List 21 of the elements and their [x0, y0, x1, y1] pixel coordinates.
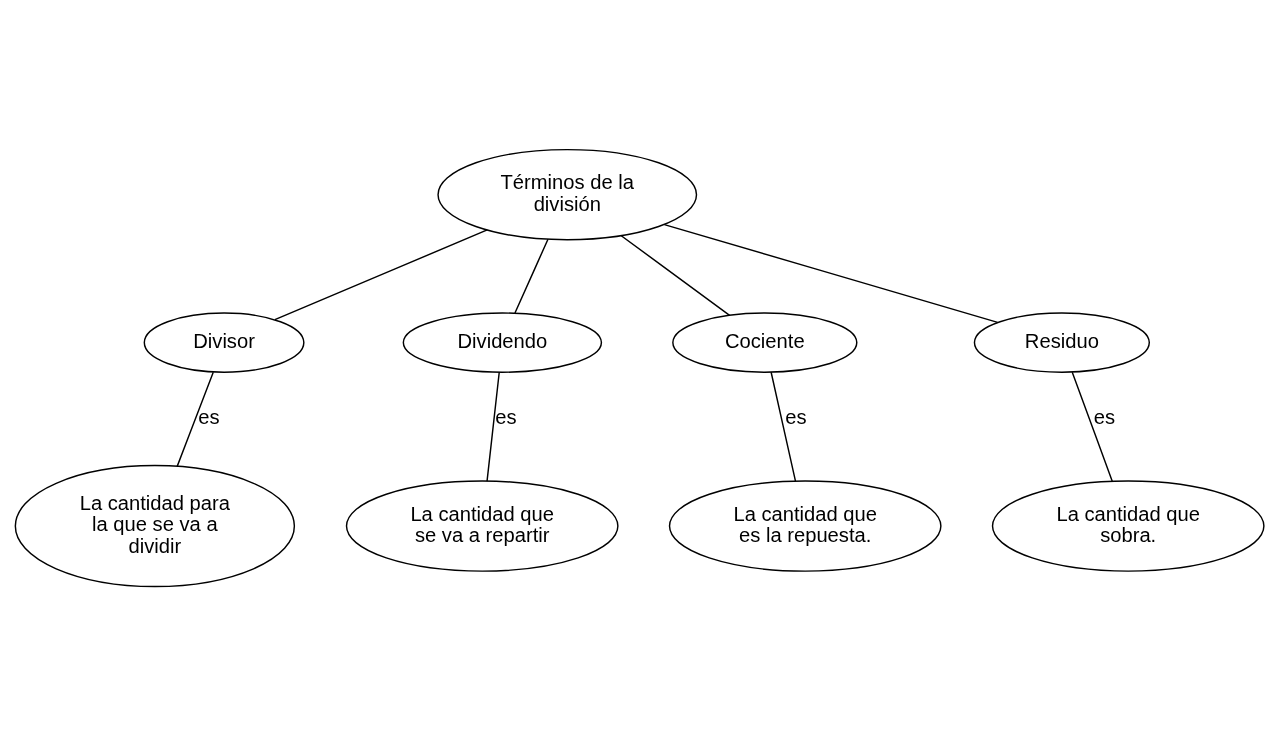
node-ellipse: La cantidad para la que se va a dividir [14, 464, 296, 588]
edge-label: es [495, 406, 517, 429]
node-ellipse: La cantidad que se va a repartir [345, 480, 619, 572]
edge-label: es [1093, 406, 1116, 429]
edge-label: es [785, 406, 807, 429]
node-ellipse: La cantidad que es la repuesta. [668, 480, 942, 572]
node-ellipse: Divisor [143, 312, 305, 373]
node-ellipse: Términos de la división [437, 148, 698, 241]
connector [663, 223, 999, 324]
connector [1071, 371, 1113, 482]
connector [274, 229, 488, 321]
node-ellipse: Residuo [973, 312, 1150, 373]
connector [620, 235, 731, 316]
connector [770, 371, 797, 482]
node-ellipse: La cantidad que sobra. [991, 480, 1265, 572]
connector [514, 238, 549, 314]
node-ellipse: Cociente [672, 312, 858, 373]
connector [176, 371, 214, 468]
connector [486, 371, 500, 482]
node-ellipse: Dividendo [402, 312, 603, 373]
edge-label: es [198, 406, 220, 429]
